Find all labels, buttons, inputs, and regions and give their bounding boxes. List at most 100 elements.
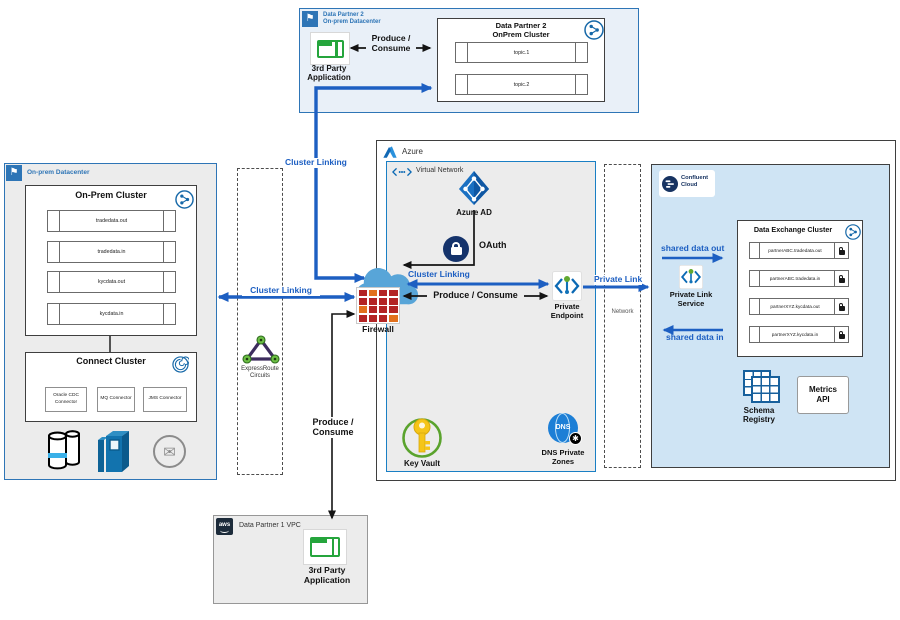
topic-cap [834, 327, 835, 342]
partner2-cluster-title: Data Partner 2 OnPrem Cluster [437, 21, 605, 39]
brick [368, 306, 378, 314]
cluster-title-line2: OnPrem Cluster [492, 29, 550, 39]
produce-label-line2: Consume [312, 427, 354, 438]
topic-cap [163, 242, 164, 262]
expressroute-label: ExpressRoute Circuits [232, 366, 288, 380]
app-label-line2: Application [303, 574, 351, 585]
schema-registry-icon [751, 376, 780, 403]
topic-cap [759, 271, 760, 286]
flag-icon: ⚑ [302, 11, 318, 27]
private-endpoint-label: Private Endpoint [537, 302, 597, 320]
produce-label-line1: Produce / [371, 33, 411, 43]
topic-cap [59, 242, 60, 262]
private-endpoint-label-line2: Endpoint [550, 310, 584, 320]
asterisk-glyph: ✱ [572, 434, 579, 443]
key-vault-label: Key Vault [403, 459, 440, 468]
firewall-label: Firewall [362, 324, 394, 334]
topic-row: topic.2 [455, 74, 588, 95]
dns-badge: ✱ [569, 432, 582, 445]
azure-header: Azure [402, 147, 423, 156]
produce-label-line1: Produce / [312, 417, 354, 427]
app-window-glyph [310, 537, 340, 557]
onprem-header: On-prem Datacenter [27, 169, 90, 176]
kafka-icon [584, 20, 604, 40]
topic-row: kycdata.out [47, 271, 176, 293]
dns-label-line2: Zones [551, 456, 575, 466]
third-party-app-icon [303, 529, 347, 565]
topic-cap [163, 304, 164, 324]
pls-label-line1: Private Link [669, 290, 713, 299]
virtual-network-icon [392, 167, 412, 177]
produce-consume-label-south: Produce / Consume [305, 417, 361, 438]
topic-label: kycdata.out [97, 279, 126, 285]
brick [358, 289, 368, 297]
confluent-logo: Confluent Cloud [659, 170, 715, 197]
brick [358, 297, 368, 305]
schema-registry-label: Schema Registry [728, 406, 790, 424]
schema-registry-label-line2: Registry [742, 415, 775, 425]
onprem-cluster-title: On-Prem Cluster [75, 190, 147, 200]
produce-label-line2: Consume [371, 42, 411, 53]
topic-label: partnerXYZ.kycdata.out [770, 304, 820, 309]
topic-cap [834, 271, 835, 286]
topic-cap [759, 243, 760, 258]
topic-cap [163, 211, 164, 231]
expressroute-label-line2: Circuits [249, 373, 270, 380]
messaging-icon: ✉ [153, 435, 186, 468]
expressroute-icon [242, 335, 280, 364]
brick [378, 289, 388, 297]
aws-icon: aws [216, 518, 233, 535]
third-party-app-label: 3rd Party Application [294, 565, 360, 586]
azure-ad-label: Azure AD [456, 208, 492, 217]
brick [358, 314, 368, 322]
topic-label: kycdata.in [99, 311, 124, 317]
third-party-app-label: 3rd Party Application [291, 64, 367, 82]
topic-cap [467, 43, 468, 62]
expressroute-corridor [237, 168, 283, 475]
topic-label: tradedata.out [95, 218, 128, 224]
expressroute-label-line1: ExpressRoute [241, 366, 279, 372]
produce-consume-arrow-partner1 [328, 310, 356, 520]
mainframe-icon [98, 431, 129, 472]
padlock-glyph [450, 242, 462, 255]
brick [388, 289, 398, 297]
topic-cap [467, 75, 468, 94]
confluent-logo-icon [662, 175, 678, 192]
topic-cap [575, 75, 576, 94]
cluster-linking-label-vnet: Cluster Linking [408, 269, 470, 279]
brick [368, 289, 378, 297]
dns-private-zones-label: DNS Private Zones [529, 448, 597, 466]
brick [378, 306, 388, 314]
topic-cap [759, 299, 760, 314]
cluster-title-line1: Data Partner 2 [495, 21, 547, 30]
connector-box: Oracle CDC Connector [45, 387, 87, 412]
produce-consume-label-top: Produce / Consume [366, 33, 416, 54]
key-vault-icon [402, 418, 442, 458]
app-label-line1: 3rd Party [311, 64, 347, 73]
brick [388, 314, 398, 322]
virtual-network-header: Virtual Network [416, 167, 464, 174]
brick [388, 297, 398, 305]
partner2-header: Data Partner 2 On-prem Datacenter [323, 12, 381, 26]
topic-row: partnerABC.tradedata.out [749, 242, 849, 259]
oauth-label: OAuth [479, 240, 507, 250]
private-link-service-label: Private Link Service [662, 290, 720, 308]
flag-glyph: ⚑ [9, 167, 19, 178]
connector-box: JMS Connector [143, 387, 187, 412]
azure-logo-icon [383, 146, 397, 158]
connector-box: MQ Connector [97, 387, 135, 412]
shared-data-out-label: shared data out [661, 243, 725, 253]
confluent-logo-line1: Confluent [681, 175, 709, 181]
oauth-lock-icon [443, 236, 469, 262]
topic-label: partnerXYZ.kycdata.in [771, 332, 819, 337]
lock-icon [838, 246, 845, 255]
lock-icon [838, 330, 845, 339]
connector-label: Oracle CDC Connector [53, 393, 79, 405]
pls-label-line2: Service [677, 298, 705, 308]
metrics-api-line1: Metrics [808, 385, 837, 394]
cluster-linking-label-west: Cluster Linking [242, 285, 320, 296]
dns-text: DNS [555, 424, 571, 431]
app-label-line1: 3rd Party [308, 565, 346, 575]
database-icon [48, 430, 80, 470]
